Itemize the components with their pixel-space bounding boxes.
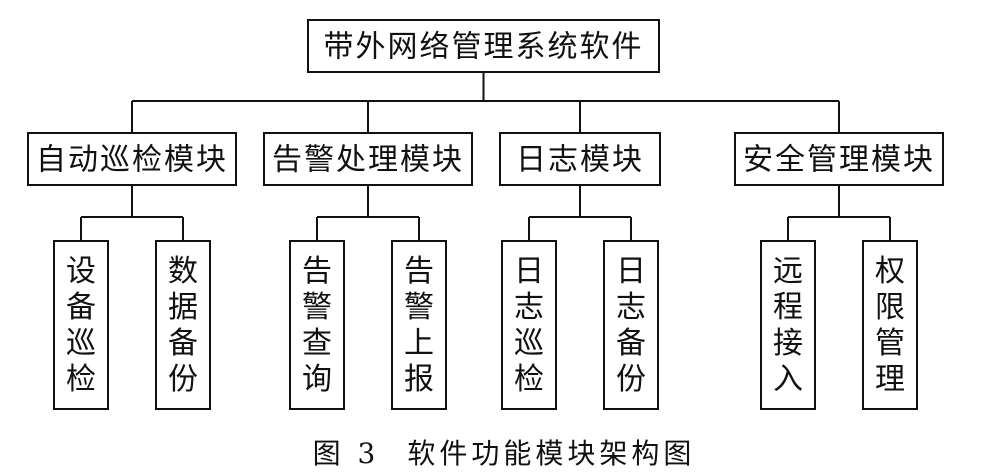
module-node-1-box <box>27 132 237 186</box>
child-node-3-1: 日志巡检 <box>501 240 557 410</box>
module-node-1-label: 自动巡检模块 <box>36 143 228 178</box>
connector-lines <box>80 72 891 241</box>
child-node-2-2: 告警上报 <box>391 240 447 410</box>
module-node-4: 安全管理模块 <box>734 132 944 186</box>
child-node-2-1: 告警查询 <box>289 240 345 410</box>
module-node-1: 自动巡检模块 <box>27 132 237 186</box>
module-node-2-box <box>263 132 473 186</box>
child-node-4-1-box <box>760 240 816 410</box>
module-node-3: 日志模块 <box>499 132 661 186</box>
child-node-1-1: 设备巡检 <box>53 240 109 410</box>
child-node-1-2-label: 数据备份 <box>168 254 198 397</box>
module-node-2-label: 告警处理模块 <box>272 143 464 178</box>
root-node: 带外网络管理系统软件 <box>307 19 660 73</box>
child-node-1-2-box <box>155 240 211 410</box>
child-node-4-2-box <box>862 240 918 410</box>
figure-caption: 图 3 软件功能模块架构图 <box>0 436 1008 472</box>
child-node-2-1-box <box>289 240 345 410</box>
module-node-3-box <box>499 132 661 186</box>
child-node-4-2: 权限管理 <box>862 240 918 410</box>
root-node-label: 带外网络管理系统软件 <box>324 30 644 65</box>
child-node-4-2-label: 权限管理 <box>875 254 905 397</box>
child-node-4-1-label: 远程接入 <box>773 254 803 397</box>
child-node-3-1-box <box>501 240 557 410</box>
child-node-2-2-label: 告警上报 <box>404 254 434 397</box>
child-node-1-1-box <box>53 240 109 410</box>
child-node-4-1: 远程接入 <box>760 240 816 410</box>
module-node-4-label: 安全管理模块 <box>743 143 935 178</box>
module-node-3-label: 日志模块 <box>516 143 644 178</box>
module-node-4-box <box>734 132 944 186</box>
child-node-3-2: 日志备份 <box>603 240 659 410</box>
module-node-2: 告警处理模块 <box>263 132 473 186</box>
child-node-3-2-box <box>603 240 659 410</box>
child-node-2-1-label: 告警查询 <box>302 254 332 397</box>
child-node-3-1-label: 日志巡检 <box>514 254 544 397</box>
child-node-2-2-box <box>391 240 447 410</box>
child-node-1-1-label: 设备巡检 <box>66 254 96 397</box>
figure-title: 软件功能模块架构图 <box>407 437 696 470</box>
figure-number: 图 3 <box>312 437 380 470</box>
child-node-1-2: 数据备份 <box>155 240 211 410</box>
child-node-3-2-label: 日志备份 <box>616 254 646 397</box>
root-node-box <box>307 19 660 73</box>
